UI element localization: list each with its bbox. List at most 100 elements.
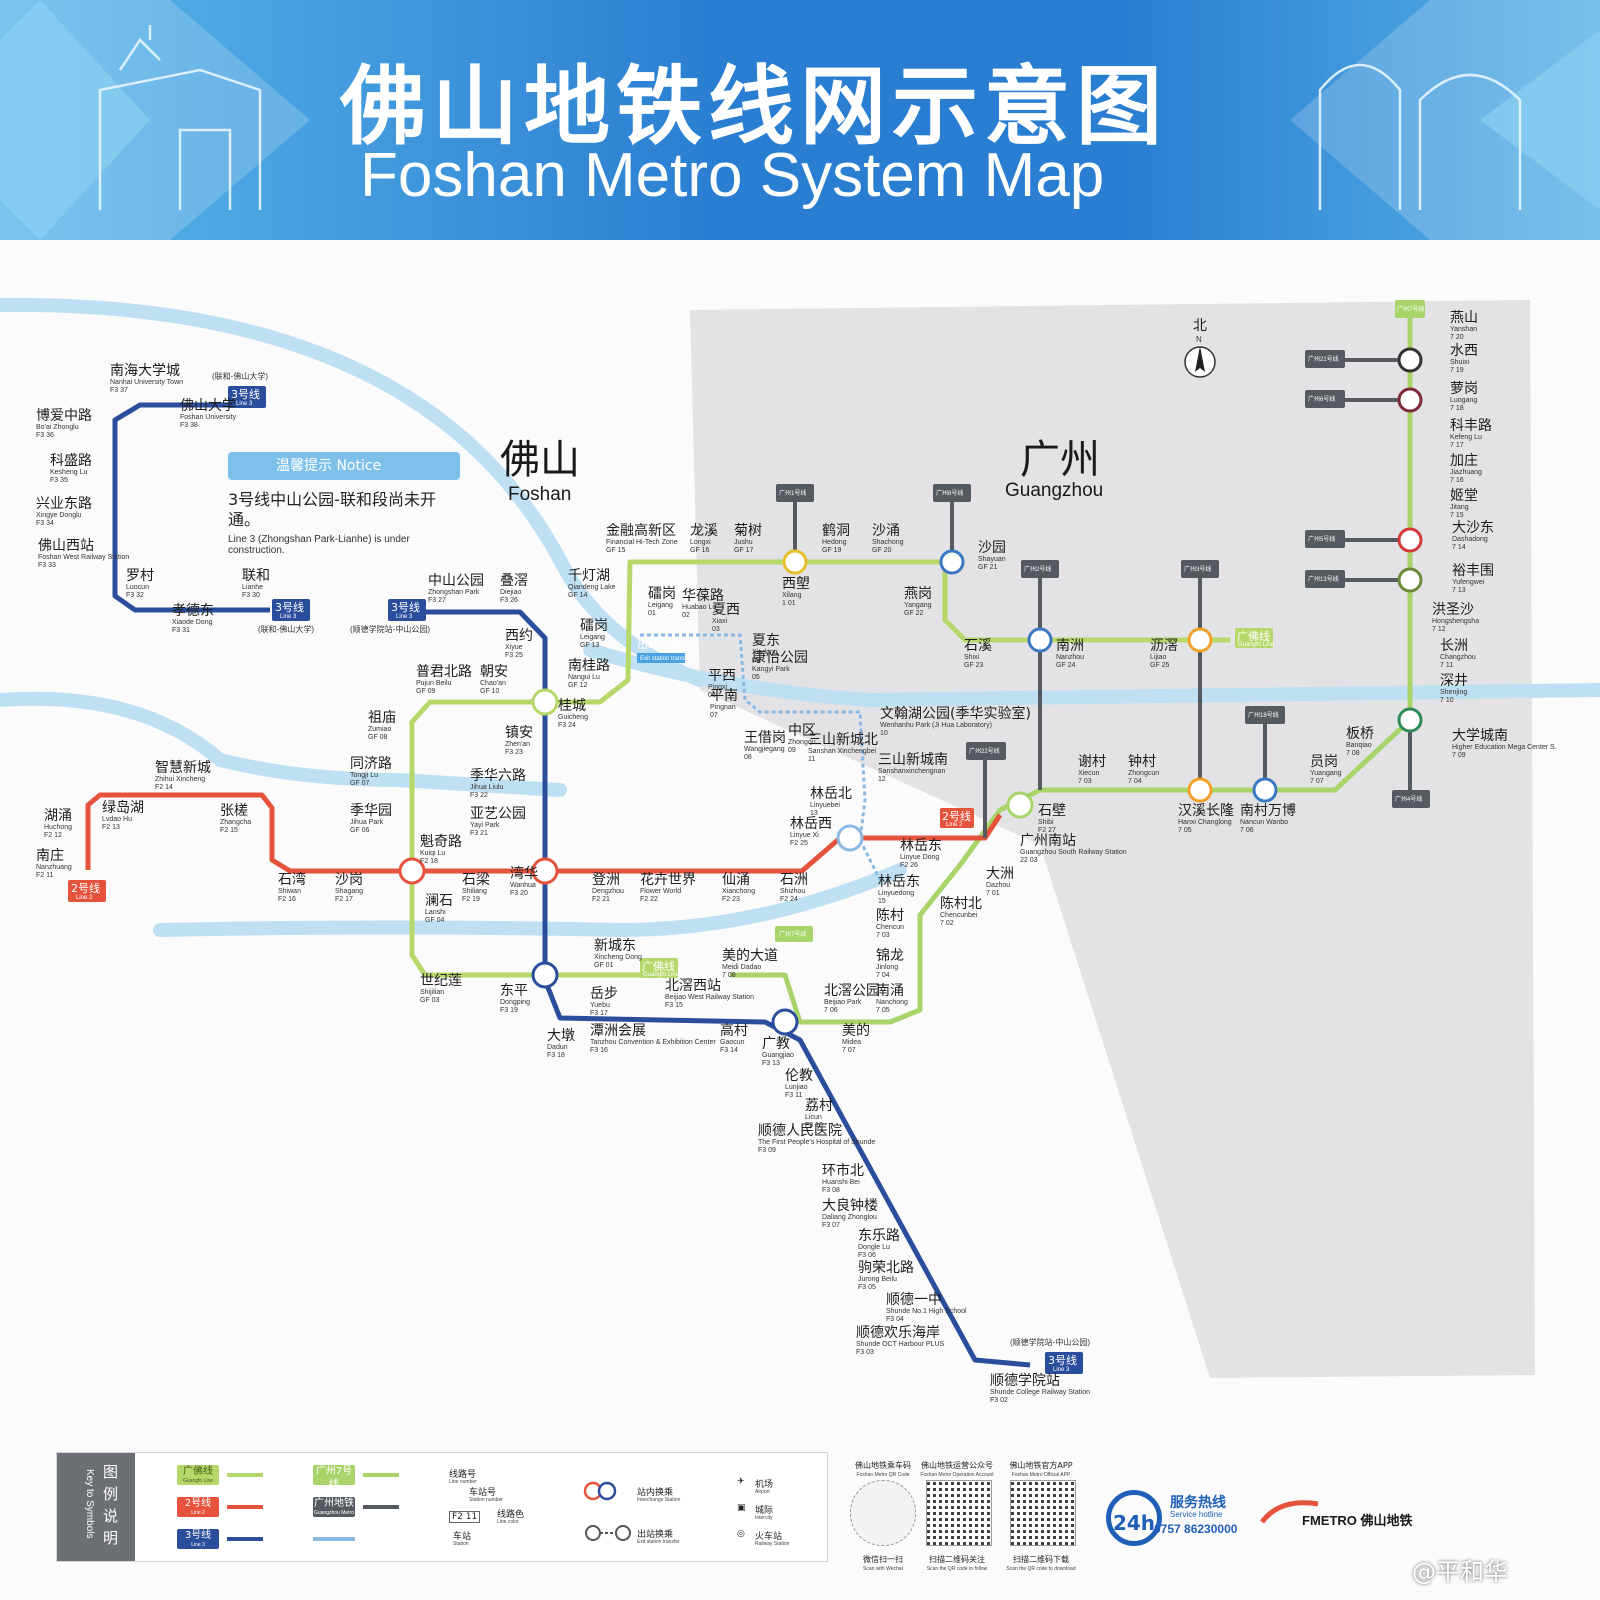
line3[interactable]	[112, 402, 1031, 1368]
interchange-daxuechengnan[interactable]	[1397, 707, 1423, 733]
interchange-yufengwei[interactable]	[1397, 567, 1423, 593]
guangfo-line[interactable]	[409, 559, 1230, 978]
gz-line7[interactable]	[730, 300, 1413, 1025]
interchange-luogang[interactable]	[1397, 387, 1423, 413]
app-qr-code-icon[interactable]	[1010, 1480, 1076, 1546]
interchange-shayuan[interactable]	[939, 549, 965, 575]
interchange-kuiqi[interactable]	[398, 857, 426, 885]
qr-code-icon[interactable]	[926, 1480, 992, 1546]
interchange-guicheng[interactable]	[531, 688, 559, 716]
station-83[interactable]: 文翰湖公园(季华实验室)Wenhanhu Park (Ji Hua Labora…	[880, 705, 1031, 737]
interchange-nanzhou[interactable]	[1027, 627, 1053, 653]
line2[interactable]	[85, 792, 1003, 874]
interchange-stations[interactable]	[398, 347, 1423, 1036]
hotline-number[interactable]: 0757 86230000	[1154, 1522, 1238, 1536]
interchange-guangjiao[interactable]	[771, 1008, 799, 1036]
interchange-dongping[interactable]	[531, 961, 559, 989]
